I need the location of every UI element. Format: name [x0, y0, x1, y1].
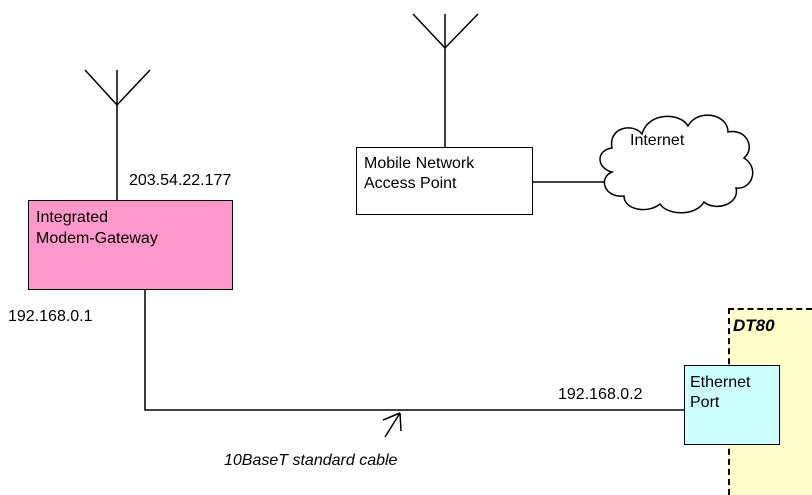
internet-label: Internet: [630, 132, 685, 149]
ip-gateway-label: 192.168.0.1: [8, 308, 93, 325]
ethernet-port-box: Ethernet Port: [684, 365, 780, 445]
modem-antenna-icon: [84, 69, 151, 200]
access-point-label-line1: Mobile Network: [364, 155, 475, 172]
dt80-label: DT80: [733, 316, 775, 335]
modem-label-line1: Integrated: [36, 209, 109, 226]
ethernet-cable: [144, 290, 684, 411]
ip-dt80-label: 192.168.0.2: [558, 386, 643, 403]
access-point-label-line2: Access Point: [364, 175, 457, 192]
ip-wan-label: 203.54.22.177: [129, 172, 232, 189]
modem-label-line2: Modem-Gateway: [36, 230, 158, 247]
ethernet-port-label-line1: Ethernet: [690, 374, 751, 391]
modem-gateway-box: Integrated Modem-Gateway: [28, 200, 233, 290]
internet-cloud-icon: [599, 114, 754, 214]
cable-arrow-icon: [382, 412, 402, 438]
access-point-box: Mobile Network Access Point: [356, 147, 533, 215]
ethernet-port-label-line2: Port: [690, 394, 720, 411]
cable-label: 10BaseT standard cable: [224, 452, 398, 469]
access-point-antenna-icon: [412, 13, 479, 147]
